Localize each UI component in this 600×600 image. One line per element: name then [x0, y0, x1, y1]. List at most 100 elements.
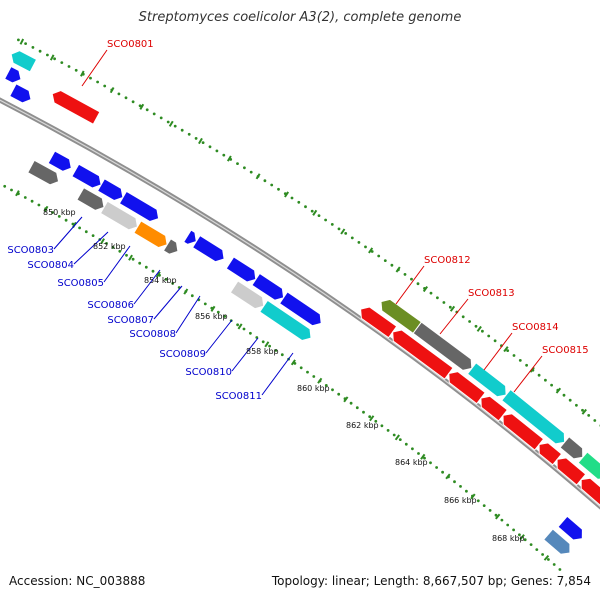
scale-dot: [223, 315, 227, 318]
gene-arrow: [251, 272, 285, 301]
gene-arrow: [466, 362, 507, 398]
scale-dot: [493, 339, 497, 343]
scale-dot: [144, 265, 148, 269]
scale-dot: [411, 447, 414, 451]
tick-label: 862 kbp: [346, 421, 379, 430]
gene-arrow: [71, 163, 102, 189]
leader-line: [73, 231, 109, 265]
scale-dot: [390, 263, 394, 267]
scale-dot: [312, 375, 316, 378]
scale-dot: [535, 548, 539, 551]
scale-dot: [190, 294, 194, 298]
scale-dot: [201, 141, 205, 145]
scale-dot: [53, 57, 56, 61]
scale-dot: [280, 353, 284, 357]
scale-dot: [550, 383, 553, 387]
leader-line: [513, 355, 543, 393]
scale-dot: [423, 456, 426, 460]
scale-dash: [422, 286, 429, 293]
scale-dash: [476, 325, 482, 332]
scale-dot: [512, 354, 516, 357]
scale-dot: [465, 489, 468, 493]
scale-dot: [236, 323, 240, 327]
gene-label-sco0807: SCO0807: [107, 315, 154, 326]
scale-dot: [404, 442, 408, 446]
scale-dash: [198, 137, 203, 145]
scale-dot: [547, 558, 550, 561]
scale-dot: [429, 461, 432, 465]
leader-line: [81, 49, 108, 87]
scale-dot: [474, 324, 478, 328]
gene-label-sco0808: SCO0808: [129, 329, 176, 340]
gene-arrow: [10, 50, 38, 73]
scale-dot: [442, 301, 446, 304]
gene-arrow: [76, 187, 105, 211]
gene-label-sco0803: SCO0803: [7, 245, 54, 256]
scale-dot: [417, 452, 420, 455]
scale-dot: [30, 199, 34, 203]
scale-dash: [290, 359, 296, 366]
scale-dot: [506, 523, 510, 527]
leader-line: [205, 319, 233, 354]
scale-dot: [403, 273, 407, 276]
scale-dot: [46, 53, 49, 57]
gene-labels: SCO0803SCO0804SCO0805SCO0806SCO0807SCO08…: [7, 39, 588, 402]
gene-arrow: [3, 65, 22, 84]
scale-dot: [330, 223, 334, 226]
scale-dot: [74, 68, 78, 72]
scale-dot: [277, 187, 280, 191]
scale-dot: [67, 65, 71, 68]
leader-line: [175, 295, 201, 334]
gene-label-sco0805: SCO0805: [57, 278, 104, 289]
scale-dot: [468, 320, 471, 323]
scale-dot: [299, 366, 303, 370]
scale-dot: [350, 236, 354, 240]
tick-label: 860 kbp: [297, 384, 330, 393]
gene-label-sco0812: SCO0812: [424, 255, 471, 266]
scale-dash: [43, 205, 49, 213]
scale-dot: [236, 162, 239, 166]
scale-dot: [518, 359, 522, 362]
scale-dot: [525, 363, 528, 367]
gene-label-sco0804: SCO0804: [27, 260, 74, 271]
scale-dot: [215, 149, 219, 153]
scale-dash: [237, 323, 243, 330]
scale-dot: [337, 227, 341, 231]
scale-dot: [448, 305, 452, 309]
scale-dash: [210, 305, 216, 312]
scale-dot: [151, 269, 155, 273]
scale-dash: [519, 534, 525, 541]
scale-dot: [23, 196, 27, 199]
scale-dot: [37, 203, 41, 207]
scale-dot: [131, 100, 135, 104]
scale-dash: [264, 341, 270, 348]
scale-dot: [512, 528, 515, 532]
scale-dot: [518, 533, 521, 537]
scale-dot: [216, 310, 220, 314]
gene-label-sco0811: SCO0811: [215, 391, 262, 402]
leader-line: [439, 298, 469, 335]
lower-dot-row: [3, 184, 562, 571]
scale-dot: [249, 170, 253, 174]
scale-dot: [38, 49, 42, 53]
scale-dot: [459, 485, 462, 488]
scale-dot: [242, 327, 246, 331]
scale-dot: [506, 349, 510, 352]
scale-dash: [128, 254, 133, 261]
scale-dot: [380, 424, 384, 428]
gene-arrow: [27, 159, 60, 186]
gene-arrow: [259, 299, 312, 342]
gene-arrow: [99, 200, 139, 231]
scale-dot: [436, 296, 439, 300]
leader-line: [231, 337, 259, 372]
gene-label-sco0806: SCO0806: [87, 300, 134, 311]
scale-dash: [420, 453, 426, 460]
scale-dash: [139, 103, 145, 110]
gene-features: [3, 50, 600, 555]
scale-dot: [125, 253, 128, 257]
scale-dot: [103, 84, 107, 88]
gene-arrow: [51, 89, 101, 125]
scale-dot: [138, 104, 142, 108]
scale-dot: [593, 419, 597, 422]
